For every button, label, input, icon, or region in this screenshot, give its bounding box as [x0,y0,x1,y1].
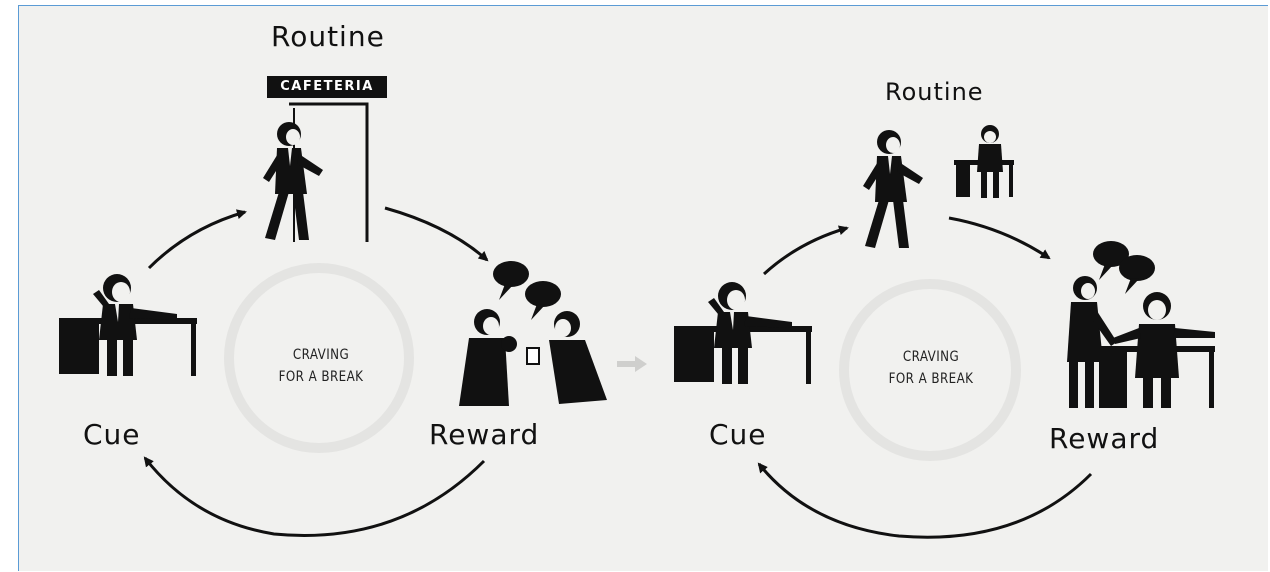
arrow-cue-to-routine [147,209,247,270]
cookie-icon [501,336,517,352]
craving-label: CRAVING FOR A BREAK [888,349,974,387]
routine-label: Routine [271,20,385,53]
arrow-routine-to-reward [384,206,489,262]
speech-bubble-icon [493,261,529,300]
habit-loop-diagram [59,102,1215,539]
cue-label: Cue [83,418,141,451]
arrow-reward-to-cue [757,462,1093,539]
reward-label: Reward [1049,422,1160,455]
walking-person-icon [863,130,923,248]
reward-label: Reward [429,418,540,451]
arrow-routine-to-reward [948,216,1051,260]
craving-label: CRAVING FOR A BREAK [278,347,364,385]
arrow-reward-to-cue [143,456,486,537]
person-at-desk-icon [954,125,1014,198]
speech-bubble-icon [1119,255,1155,294]
person-at-desk-icon [59,274,197,376]
routine-label: Routine [885,78,984,106]
cup-icon [526,347,540,365]
faint-ring [839,279,1021,461]
arrow-cue-to-routine [762,225,849,276]
faint-ring [224,263,414,453]
speech-bubble-icon [525,281,561,320]
two-people-icon [459,309,607,406]
person-at-desk-icon [674,282,812,384]
cue-label: Cue [709,418,767,451]
diagram-frame: Routine CAFETERIA Cue Reward CRAVING FOR… [18,5,1268,571]
two-people-icon [1067,276,1215,408]
cafeteria-sign: CAFETERIA [267,76,387,98]
